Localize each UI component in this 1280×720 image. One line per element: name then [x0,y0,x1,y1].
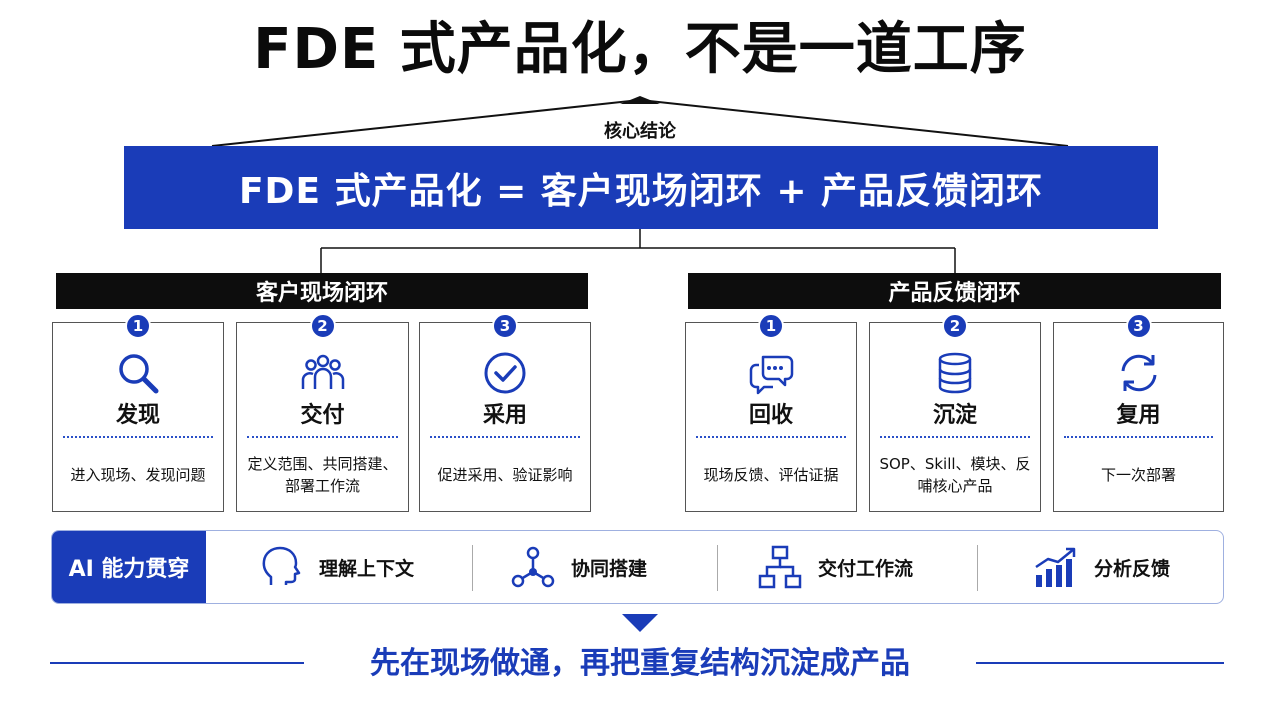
chat-bubbles-icon [749,355,794,395]
card-deliver: 2 交付 定义范围、共同搭建、部署工作流 [236,313,409,512]
card-desc: 进入现场、发现问题 [70,466,206,484]
team-icon [301,354,344,389]
page-title: FDE 式产品化，不是一道工序 [253,17,1027,82]
card-collect: 1 回收 现场反馈、评估证据 [685,313,857,512]
card-desc: 促进采用、验证影响 [437,466,573,484]
step-number: 1 [125,313,151,339]
card-desc: 定义范围、共同搭建、部署工作流 [247,455,398,495]
core-conclusion-label: 核心结论 [604,121,676,142]
bar-chart-growth-icon [1035,547,1076,587]
card-desc: SOP、Skill、模块、反哺核心产品 [879,455,1031,495]
ai-item-label: 交付工作流 [818,557,914,580]
roof-peak [620,96,660,104]
search-icon [119,354,159,394]
workflow-icon [758,545,802,589]
step-number: 1 [758,313,784,339]
head-profile-icon [262,546,301,585]
ai-item-label: 理解上下文 [319,557,415,580]
ai-item-label: 协同搭建 [571,557,648,580]
ai-capability-bar: AI 能力贯穿 理解上下文 协同搭建 交付工作流 [51,530,1224,604]
step-number: 3 [1125,313,1152,339]
ai-item-label: 分析反馈 [1094,557,1171,580]
divider [977,545,978,591]
network-nodes-icon [511,546,555,588]
step-number: 2 [942,313,968,339]
ai-item-delivery-workflow: 交付工作流 [756,531,913,603]
divider [472,545,473,591]
card-adopt: 3 采用 促进采用、验证影响 [419,313,591,512]
bottom-line-right [976,662,1224,664]
divider [717,545,718,591]
dotted-divider [63,436,213,438]
bottom-conclusion: 先在现场做通，再把重复结构沉淀成产品 [370,646,910,681]
ai-item-understand-context: 理解上下文 [257,531,414,603]
check-circle-icon [484,352,526,394]
database-icon [938,352,972,394]
card-name: 复用 [1116,403,1161,428]
card-desc: 现场反馈、评估证据 [703,466,839,484]
card-name: 沉淀 [932,403,977,428]
down-arrow-icon [622,614,658,632]
group-product-loop-title: 产品反馈闭环 [688,273,1221,309]
dotted-divider [247,436,398,438]
bottom-line-left [50,662,304,664]
card-name: 交付 [300,403,345,428]
dotted-divider [696,436,846,438]
step-number: 2 [309,313,336,339]
ai-item-co-build: 协同搭建 [509,531,647,603]
ai-item-analyze-feedback: 分析反馈 [1032,531,1170,603]
card-reuse: 3 复用 下一次部署 [1053,313,1224,512]
ai-capability-label: AI 能力贯穿 [52,531,206,603]
card-name: 回收 [748,403,793,428]
group-customer-loop-title: 客户现场闭环 [56,273,588,309]
dotted-divider [880,436,1030,438]
card-desc: 下一次部署 [1100,466,1176,484]
refresh-icon [1121,354,1156,392]
card-settle: 2 沉淀 SOP、Skill、模块、反哺核心产品 [869,313,1041,512]
card-name: 发现 [115,403,160,428]
formula-banner: FDE 式产品化 = 客户现场闭环 + 产品反馈闭环 [124,146,1158,229]
dotted-divider [1064,436,1213,438]
card-discover: 1 发现 进入现场、发现问题 [52,313,224,512]
dotted-divider [430,436,580,438]
card-name: 采用 [482,403,527,428]
step-number: 3 [492,313,518,339]
